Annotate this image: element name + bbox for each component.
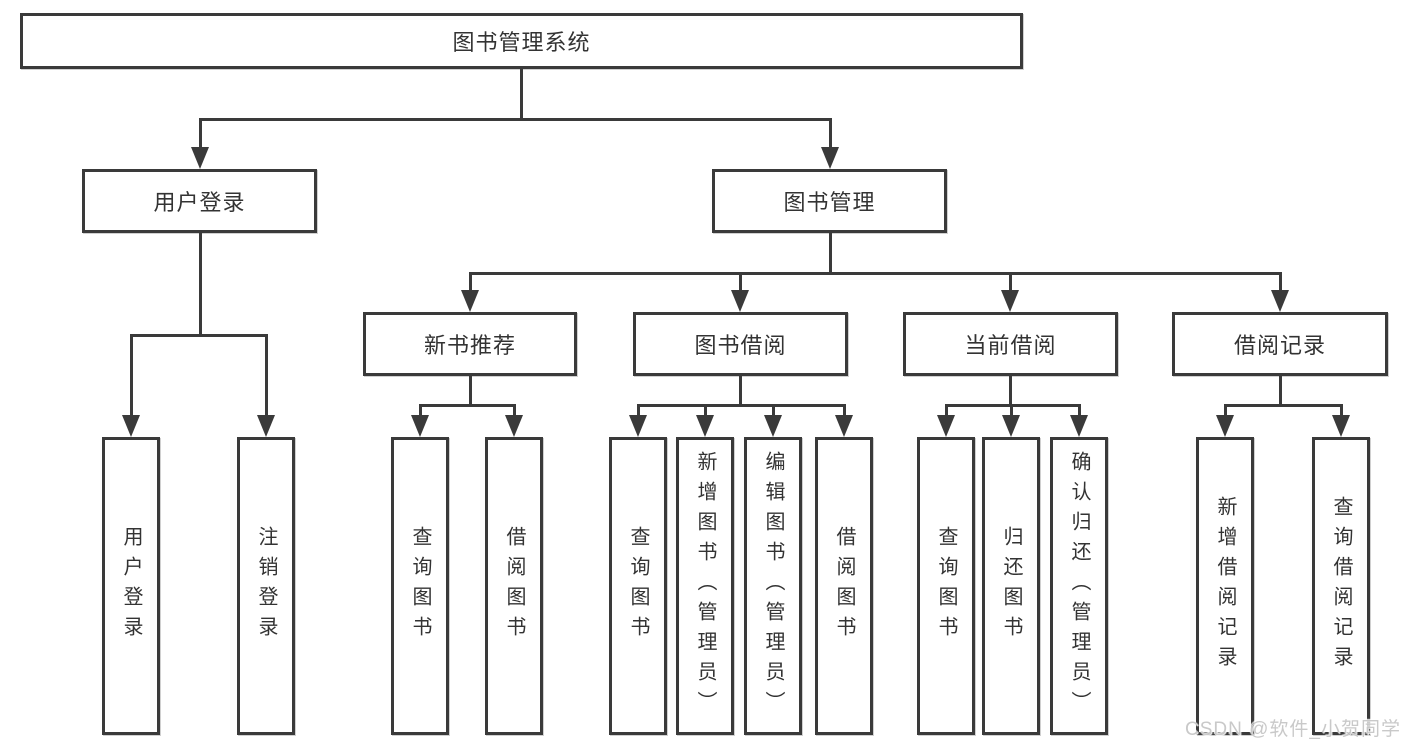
leaf-label: 编辑图书（管理员） [762, 451, 784, 721]
leaf-label: 注销登录 [255, 526, 277, 646]
connector-line-vertical [1077, 405, 1081, 418]
arrowhead-down-icon [505, 415, 523, 437]
connector-line-horizontal [944, 403, 1081, 407]
arrowhead-down-icon [821, 147, 839, 169]
leaf-logout: 注销登录 [237, 437, 295, 735]
connector-line-vertical [198, 119, 202, 150]
arrowhead-down-icon [1070, 415, 1088, 437]
connector-line-vertical [468, 273, 472, 293]
leaf-label: 查询图书 [627, 526, 649, 646]
connector-line-vertical [512, 405, 516, 418]
leaf-borrow-books: 借阅图书 [815, 437, 873, 735]
connector-line-vertical [1223, 405, 1227, 418]
connector-line-vertical [418, 405, 422, 418]
arrowhead-down-icon [937, 415, 955, 437]
connector-line-horizontal [129, 333, 268, 337]
node-label: 当前借阅 [964, 333, 1057, 358]
connector-line-vertical [129, 335, 133, 418]
leaf-query-books-recommend: 查询图书 [391, 437, 449, 735]
connector-line-horizontal [418, 403, 516, 407]
node-label: 借阅记录 [1233, 333, 1326, 358]
leaf-label: 确认归还（管理员） [1068, 451, 1090, 721]
leaf-label: 用户登录 [120, 526, 142, 646]
connector-line-vertical [828, 119, 832, 150]
arrowhead-down-icon [122, 415, 140, 437]
connector-line-vertical [771, 405, 775, 418]
connector-line-vertical [1278, 273, 1282, 293]
arrowhead-down-icon [191, 147, 209, 169]
arrowhead-down-icon [731, 290, 749, 312]
connector-line-vertical [468, 376, 472, 407]
connector-line-horizontal [1223, 403, 1343, 407]
node-book-borrow: 图书借阅 [633, 312, 848, 376]
arrowhead-down-icon [257, 415, 275, 437]
connector-line-vertical [703, 405, 707, 418]
node-label: 图书借阅 [694, 333, 787, 358]
node-label: 新书推荐 [423, 333, 516, 358]
leaf-add-borrow-record: 新增借阅记录 [1196, 437, 1254, 735]
leaf-label: 借阅图书 [503, 526, 525, 646]
leaf-user-login: 用户登录 [102, 437, 160, 735]
connector-line-vertical [1008, 376, 1012, 407]
connector-line-vertical [1339, 405, 1343, 418]
connector-line-vertical [738, 273, 742, 293]
leaf-label: 查询图书 [935, 526, 957, 646]
node-new-book-recommend: 新书推荐 [363, 312, 577, 376]
node-user-login: 用户登录 [82, 169, 317, 233]
connector-line-vertical [1009, 405, 1013, 418]
arrowhead-down-icon [1216, 415, 1234, 437]
leaf-label: 查询图书 [409, 526, 431, 646]
connector-line-horizontal [468, 271, 1282, 275]
leaf-confirm-return-admin: 确认归还（管理员） [1050, 437, 1108, 735]
leaf-borrow-books-recommend: 借阅图书 [485, 437, 543, 735]
arrowhead-down-icon [411, 415, 429, 437]
leaf-query-borrow-record: 查询借阅记录 [1312, 437, 1370, 735]
connector-line-vertical [842, 405, 846, 418]
watermark: CSDN @软件_小贺同学 [1185, 719, 1401, 740]
connector-line-vertical [636, 405, 640, 418]
leaf-add-books-admin: 新增图书（管理员） [676, 437, 734, 735]
node-label: 用户登录 [153, 190, 246, 215]
node-book-management: 图书管理 [712, 169, 947, 233]
leaf-label: 新增图书（管理员） [694, 451, 716, 721]
connector-line-vertical [944, 405, 948, 418]
arrowhead-down-icon [1001, 290, 1019, 312]
arrowhead-down-icon [696, 415, 714, 437]
connector-line-horizontal [198, 117, 832, 121]
connector-line-vertical [738, 376, 742, 407]
connector-line-vertical [519, 68, 523, 121]
leaf-label: 新增借阅记录 [1214, 496, 1236, 676]
arrowhead-down-icon [1332, 415, 1350, 437]
connector-line-horizontal [636, 403, 846, 407]
leaf-query-books-borrow: 查询图书 [609, 437, 667, 735]
node-borrow-record: 借阅记录 [1172, 312, 1388, 376]
connector-line-vertical [828, 233, 832, 275]
arrowhead-down-icon [764, 415, 782, 437]
node-label: 图书管理 [783, 190, 876, 215]
leaf-label: 归还图书 [1000, 526, 1022, 646]
connector-line-vertical [198, 233, 202, 337]
leaf-query-books-current: 查询图书 [917, 437, 975, 735]
connector-line-vertical [1278, 376, 1282, 407]
node-current-borrow: 当前借阅 [903, 312, 1118, 376]
arrowhead-down-icon [629, 415, 647, 437]
connector-line-vertical [264, 335, 268, 418]
leaf-edit-books-admin: 编辑图书（管理员） [744, 437, 802, 735]
arrowhead-down-icon [835, 415, 853, 437]
leaf-label: 借阅图书 [833, 526, 855, 646]
connector-line-vertical [1008, 273, 1012, 293]
leaf-label: 查询借阅记录 [1330, 496, 1352, 676]
arrowhead-down-icon [1271, 290, 1289, 312]
arrowhead-down-icon [461, 290, 479, 312]
arrowhead-down-icon [1002, 415, 1020, 437]
node-library-management-system: 图书管理系统 [20, 13, 1023, 69]
leaf-return-books: 归还图书 [982, 437, 1040, 735]
node-label: 图书管理系统 [452, 30, 591, 55]
